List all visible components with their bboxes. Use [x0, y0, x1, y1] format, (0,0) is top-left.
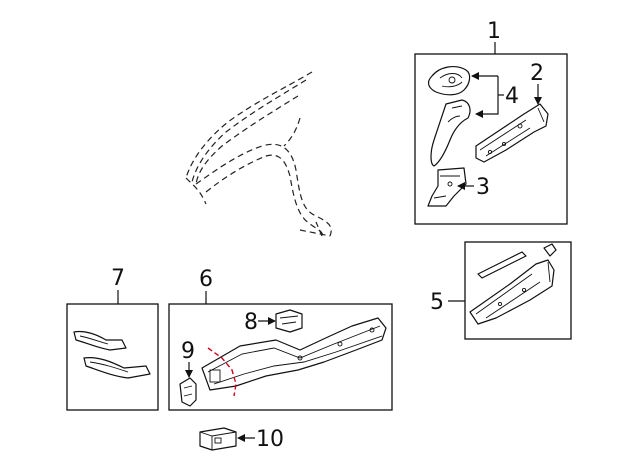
callout-2: 2 — [530, 61, 544, 86]
group-box-7: 7 — [66, 266, 159, 411]
part-4-lower-pillar — [430, 99, 471, 167]
callout-4: 4 — [505, 84, 519, 109]
part-5-rail-assembly — [469, 243, 557, 325]
part-10-block: 10 — [199, 427, 284, 452]
part-7-brackets — [73, 330, 151, 379]
group-box-1: 1 — [414, 19, 568, 225]
callout-1: 1 — [487, 19, 501, 44]
group-box-5: 5 — [430, 241, 572, 340]
part-3-gusset: 3 — [427, 167, 490, 207]
callout-5: 5 — [430, 290, 444, 315]
callout-3: 3 — [476, 175, 490, 200]
callout-8: 8 — [244, 310, 258, 335]
callout-6: 6 — [199, 267, 213, 292]
vehicle-body-phantom — [185, 71, 332, 237]
part-4-upper-bracket — [427, 66, 471, 96]
callout-10: 10 — [256, 427, 284, 452]
callout-9: 9 — [181, 339, 195, 364]
part-6-front-rail — [201, 317, 387, 397]
callout-4-leaders: 4 — [471, 72, 519, 118]
part-8-bracket: 8 — [244, 309, 303, 335]
part-2-apron-reinforcement: 2 — [475, 61, 549, 163]
group-box-6: 6 — [168, 267, 393, 411]
part-9-bracket: 9 — [179, 339, 197, 407]
callout-7: 7 — [111, 266, 125, 291]
